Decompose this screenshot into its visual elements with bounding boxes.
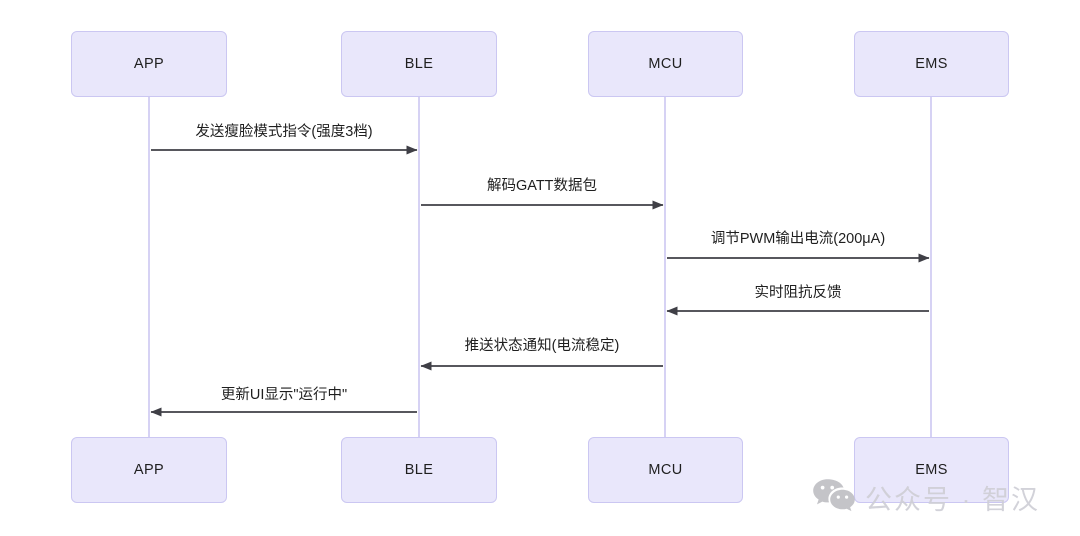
participant-label-ble: BLE [404,56,434,72]
participant-label-mcu: MCU [648,462,683,478]
participant-label-app: APP [133,56,165,72]
message-label-6: 更新UI显示"运行中" [220,387,348,403]
participant-app-top[interactable]: APP [71,31,227,97]
participant-mcu-top[interactable]: MCU [588,31,743,97]
participant-app-bottom[interactable]: APP [71,437,227,503]
participant-label-ems: EMS [915,462,948,478]
message-label-4: 实时阻抗反馈 [754,285,842,301]
participant-ems-bottom[interactable]: EMS [854,437,1009,503]
participant-ble-bottom[interactable]: BLE [341,437,497,503]
participant-ems-top[interactable]: EMS [854,31,1009,97]
message-label-5: 推送状态通知(电流稳定) [464,338,620,354]
message-label-2: 解码GATT数据包 [486,178,598,194]
participant-label-mcu: MCU [648,56,683,72]
participant-ble-top[interactable]: BLE [341,31,497,97]
participant-label-ems: EMS [915,56,948,72]
participant-label-app: APP [133,462,165,478]
participant-mcu-bottom[interactable]: MCU [588,437,743,503]
message-label-1: 发送瘦脸模式指令(强度3档) [195,124,373,140]
message-label-3: 调节PWM输出电流(200μA) [710,231,886,247]
participant-label-ble: BLE [404,462,434,478]
